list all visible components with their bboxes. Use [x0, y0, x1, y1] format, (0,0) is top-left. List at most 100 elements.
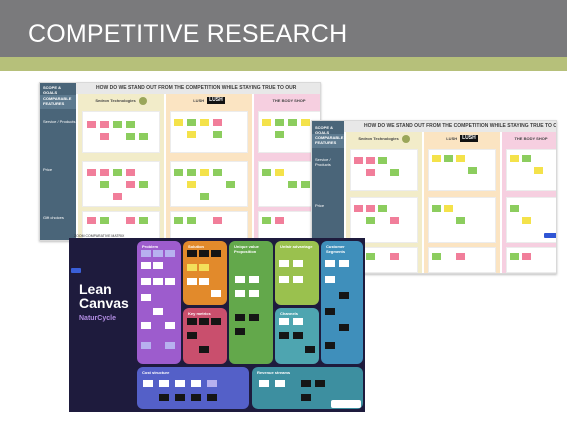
canvas-note	[187, 250, 197, 257]
matrix-cell	[428, 247, 496, 273]
canvas-note	[279, 332, 289, 339]
competitor-name: LUSH	[446, 136, 458, 141]
canvas-subtitle: NaturCycle	[79, 315, 116, 322]
row-header-comparable: COMPARABLE FEATURES	[312, 134, 344, 148]
canvas-note	[235, 276, 245, 283]
panel-uvp: Unique value Proposition	[229, 241, 273, 364]
sticky-note	[432, 253, 441, 260]
competitor-name: Sedron Technologies	[95, 98, 136, 103]
matrix-cell	[82, 161, 160, 207]
canvas-note	[293, 332, 303, 339]
sticky-note	[213, 131, 222, 138]
canvas-note	[325, 260, 335, 267]
canvas-note	[187, 318, 197, 325]
canvas-note	[325, 342, 335, 349]
sticky-note	[390, 169, 399, 176]
canvas-note	[249, 276, 259, 283]
canvas-note	[191, 380, 201, 387]
canvas-note	[175, 380, 185, 387]
row-label-services: Service / Products	[43, 119, 76, 124]
sticky-note	[100, 181, 109, 188]
canvas-note	[275, 380, 285, 387]
canvas-note	[249, 314, 259, 321]
panel-label: Customer Segments	[326, 244, 346, 254]
sticky-note	[390, 253, 399, 260]
canvas-note	[293, 318, 303, 325]
sticky-note	[301, 119, 310, 126]
sticky-note	[139, 181, 148, 188]
sticky-note	[262, 217, 271, 224]
canvas-note	[339, 324, 349, 331]
sticky-note	[432, 155, 441, 162]
canvas-note	[339, 260, 349, 267]
row-label-services: Service / Products	[315, 157, 331, 167]
sticky-note	[275, 217, 284, 224]
sticky-note	[510, 155, 519, 162]
canvas-note	[141, 342, 151, 349]
competitor-header: Sedron Technologies	[78, 94, 164, 107]
sticky-note	[522, 253, 531, 260]
canvas-note	[207, 380, 217, 387]
canvas-note	[165, 322, 175, 329]
matrix-cell	[258, 111, 320, 153]
sticky-note	[126, 133, 135, 140]
canvas-note	[249, 290, 259, 297]
sticky-note	[187, 217, 196, 224]
sticky-note	[534, 167, 543, 174]
sticky-note	[354, 157, 363, 164]
sticky-note	[378, 205, 387, 212]
sticky-note	[213, 119, 222, 126]
panel-label: Unique value Proposition	[234, 244, 259, 254]
sticky-note	[262, 169, 271, 176]
panel-cost-structure: Cost structure	[137, 367, 249, 409]
canvas-note	[235, 290, 245, 297]
seal-icon	[138, 96, 147, 105]
row-header-comparable: COMPARABLE FEATURES	[40, 95, 76, 109]
sticky-note	[444, 155, 453, 162]
sticky-note	[456, 155, 465, 162]
matrix-cell	[350, 149, 418, 191]
accent-bar	[0, 57, 567, 71]
matrix-title: HOW DO WE STAND OUT FROM THE COMPETITION…	[76, 83, 320, 94]
sticky-note	[213, 169, 222, 176]
sticky-note	[187, 119, 196, 126]
canvas-note	[325, 276, 335, 283]
canvas-note	[141, 278, 151, 285]
sticky-note	[174, 119, 183, 126]
row-label-price: Price	[43, 167, 53, 172]
sticky-note	[288, 119, 297, 126]
canvas-note	[153, 250, 163, 257]
canvas-note	[153, 262, 163, 269]
sticky-note	[456, 253, 465, 260]
canvas-note	[279, 276, 289, 283]
canvas-note	[153, 308, 163, 315]
competitor-name: Sedron Technologies	[358, 136, 399, 141]
sticky-note	[468, 167, 477, 174]
sticky-note	[226, 181, 235, 188]
canvas-note	[159, 394, 169, 401]
row-header-scope: SCOPE & GOALS	[315, 125, 334, 135]
sticky-note	[522, 217, 531, 224]
sticky-note	[139, 217, 148, 224]
zoom-control[interactable]	[331, 400, 361, 408]
canvas-note	[141, 294, 151, 301]
canvas-note	[165, 250, 175, 257]
sticky-note	[275, 169, 284, 176]
canvas-note	[159, 380, 169, 387]
row-label-gifts: Gift choices	[43, 215, 64, 220]
sticky-note	[100, 217, 109, 224]
sticky-note	[510, 253, 519, 260]
sticky-note	[200, 119, 209, 126]
matrix-cell	[258, 211, 320, 239]
sticky-note	[174, 217, 183, 224]
sticky-note	[366, 253, 375, 260]
canvas-note	[141, 250, 151, 257]
canvas-note	[141, 262, 151, 269]
canvas-note	[207, 394, 217, 401]
sticky-note	[200, 193, 209, 200]
slide-title: COMPETITIVE RESEARCH	[28, 20, 348, 48]
sticky-note	[100, 133, 109, 140]
panel-label: Key metrics	[188, 311, 211, 316]
board-button[interactable]	[544, 233, 556, 238]
panel-label: Revenue streams	[257, 370, 291, 375]
